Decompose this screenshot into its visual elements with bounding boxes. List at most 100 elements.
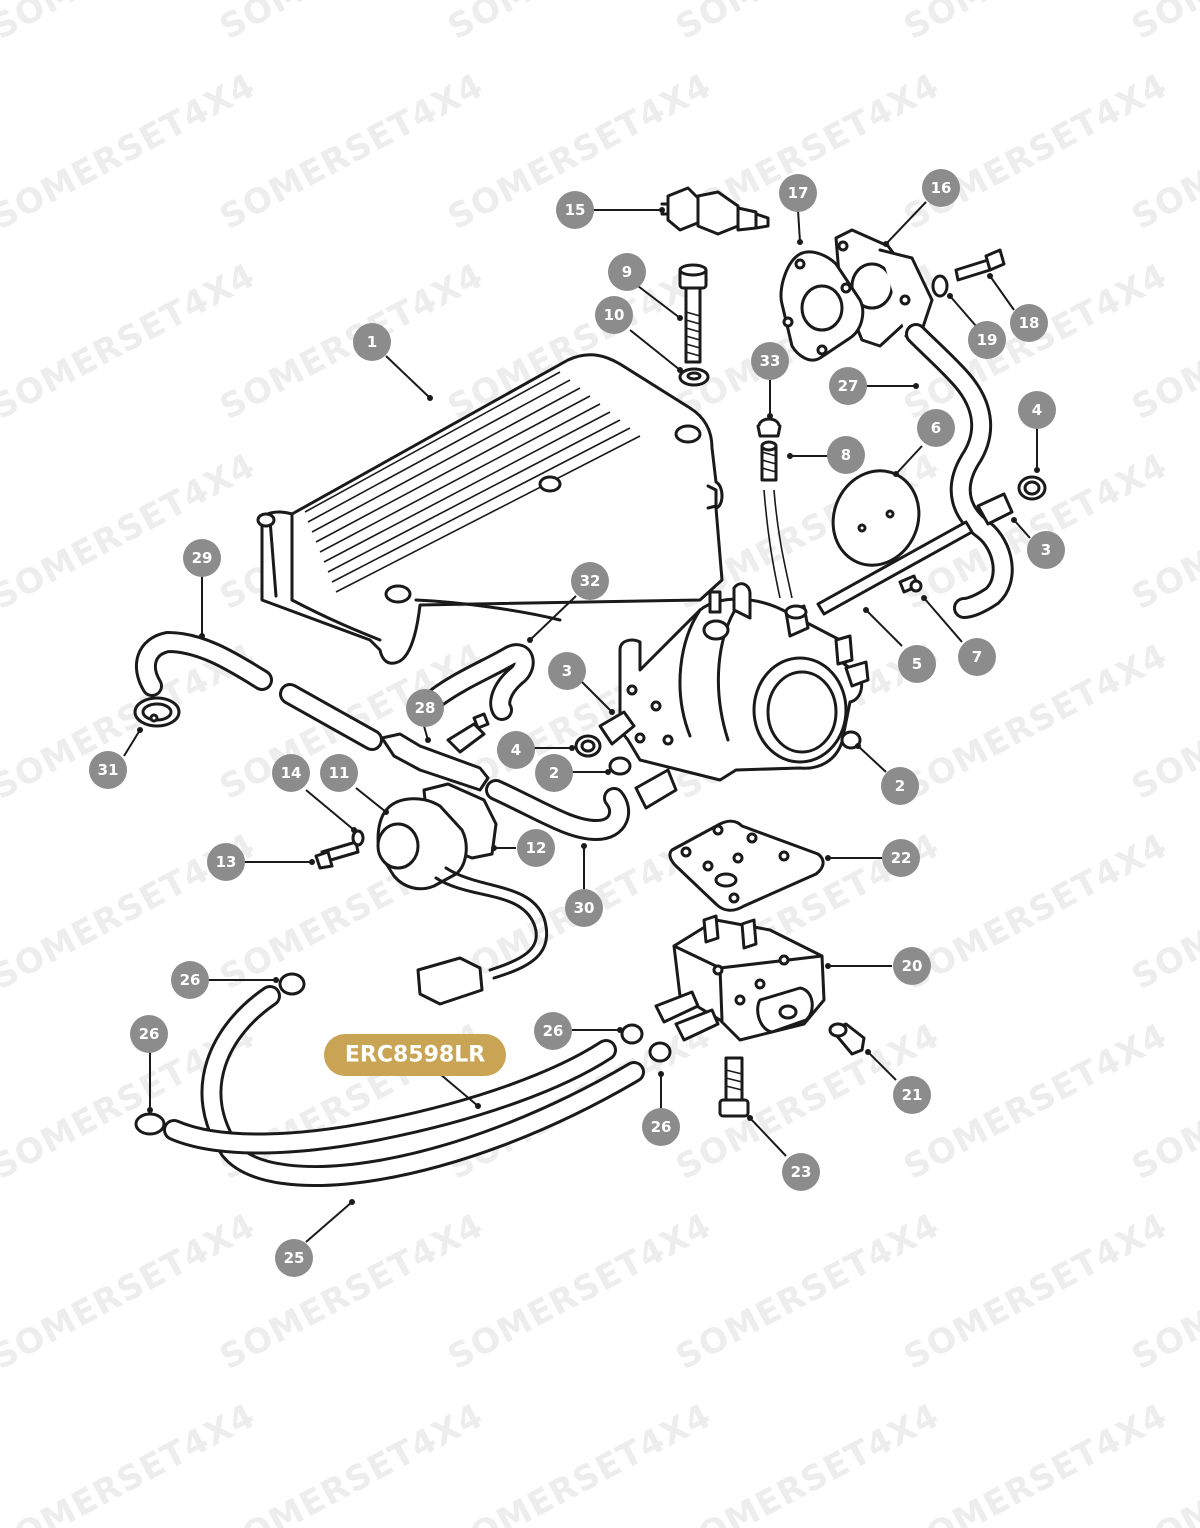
leader-lines [123, 201, 1040, 1243]
callout-32: 32 [571, 562, 609, 600]
callout-6: 6 [917, 409, 955, 447]
callout-26b: 26 [130, 1015, 168, 1053]
watermark-text: SOMERSET4X4 [669, 1396, 946, 1528]
rod-screw-drawing [816, 520, 974, 616]
svg-text:1: 1 [367, 333, 377, 351]
pump-body-drawing [654, 914, 826, 1042]
svg-text:17: 17 [788, 184, 809, 202]
svg-text:18: 18 [1019, 314, 1040, 332]
callout-2b: 2 [881, 767, 919, 805]
callout-33: 33 [751, 342, 789, 380]
svg-text:12: 12 [526, 839, 547, 857]
callout-21: 21 [893, 1076, 931, 1114]
svg-text:29: 29 [192, 549, 213, 567]
flange-gasket-drawing [779, 228, 934, 362]
callout-26c: 26 [534, 1012, 572, 1050]
screw-washer-drawing [931, 248, 1006, 298]
svg-text:5: 5 [912, 655, 922, 673]
callout-1: 1 [353, 323, 391, 361]
watermark-text: SOMERSET4X4 [0, 1396, 262, 1528]
callout-10: 10 [595, 296, 633, 334]
callout-20: 20 [893, 947, 931, 985]
callout-8: 8 [827, 436, 865, 474]
hose-32-drawing [425, 643, 535, 721]
valve-housing-drawing [598, 582, 870, 810]
svg-text:13: 13 [216, 853, 237, 871]
callout-11: 11 [320, 754, 358, 792]
svg-text:30: 30 [574, 899, 595, 917]
callout-25: 25 [275, 1239, 313, 1277]
svg-text:ERC8598LR: ERC8598LR [345, 1043, 485, 1068]
cap-stud-drawing [756, 417, 793, 599]
watermark-text: SOMERSET4X4 [1125, 0, 1200, 48]
svg-text:6: 6 [931, 419, 941, 437]
hose-25-drawing [134, 972, 672, 1187]
svg-text:14: 14 [281, 764, 302, 782]
callout-28: 28 [406, 689, 444, 727]
svg-text:31: 31 [98, 761, 119, 779]
svg-text:9: 9 [622, 263, 632, 281]
svg-text:3: 3 [1041, 541, 1051, 559]
svg-text:22: 22 [891, 849, 912, 867]
connector-28-drawing [380, 712, 490, 792]
callout-9: 9 [608, 253, 646, 291]
svg-text:25: 25 [284, 1249, 305, 1267]
watermark-text: SOMERSET4X4 [897, 1396, 1174, 1528]
svg-text:2: 2 [895, 777, 905, 795]
callout-31: 31 [89, 751, 127, 789]
svg-text:26: 26 [139, 1025, 160, 1043]
callout-15: 15 [556, 191, 594, 229]
svg-text:8: 8 [841, 446, 851, 464]
hose-30-drawing [485, 779, 631, 841]
svg-text:23: 23 [791, 1163, 812, 1181]
hose-27-drawing [905, 323, 1014, 619]
sensor-drawing [660, 186, 770, 236]
callout-12: 12 [517, 829, 555, 867]
callout-3a: 3 [548, 652, 586, 690]
svg-text:15: 15 [565, 201, 586, 219]
hose-29-drawing [133, 631, 383, 751]
callout-4b: 4 [1018, 391, 1056, 429]
svg-text:32: 32 [580, 572, 601, 590]
fittings-drawing [718, 1022, 866, 1118]
callout-23: 23 [782, 1153, 820, 1191]
svg-text:7: 7 [972, 648, 982, 666]
callout-19: 19 [968, 321, 1006, 359]
callout-26d: 26 [642, 1108, 680, 1146]
callout-3b: 3 [1027, 531, 1065, 569]
callout-16: 16 [922, 169, 960, 207]
svg-text:33: 33 [760, 352, 781, 370]
svg-text:19: 19 [977, 331, 998, 349]
callout-18: 18 [1010, 304, 1048, 342]
plate-drawing [668, 819, 825, 912]
svg-text:26: 26 [651, 1118, 672, 1136]
bolt-washer-drawing [678, 263, 710, 387]
callout-4a: 4 [497, 731, 535, 769]
svg-text:26: 26 [543, 1022, 564, 1040]
callout-22: 22 [882, 839, 920, 877]
callout-7: 7 [958, 638, 996, 676]
watermark-text: SOMERSET4X4 [441, 1396, 718, 1528]
callout-2a: 2 [535, 754, 573, 792]
callout-29: 29 [183, 539, 221, 577]
svg-text:3: 3 [562, 662, 572, 680]
watermark-text: SOMERSET4X4 [213, 1396, 490, 1528]
callout-13: 13 [207, 843, 245, 881]
svg-text:2: 2 [549, 764, 559, 782]
part-number-badge: ERC8598LR [324, 1034, 506, 1076]
connector-right-drawing [976, 475, 1047, 526]
solenoid-drawing [314, 782, 549, 1006]
plugs-drawing [574, 730, 862, 776]
svg-text:27: 27 [838, 377, 859, 395]
callout-27: 27 [829, 367, 867, 405]
svg-text:11: 11 [329, 764, 350, 782]
svg-text:10: 10 [604, 306, 625, 324]
svg-text:4: 4 [511, 741, 521, 759]
svg-text:28: 28 [415, 699, 436, 717]
callout-30: 30 [565, 889, 603, 927]
svg-text:26: 26 [180, 971, 201, 989]
svg-text:16: 16 [931, 179, 952, 197]
svg-text:4: 4 [1032, 401, 1042, 419]
